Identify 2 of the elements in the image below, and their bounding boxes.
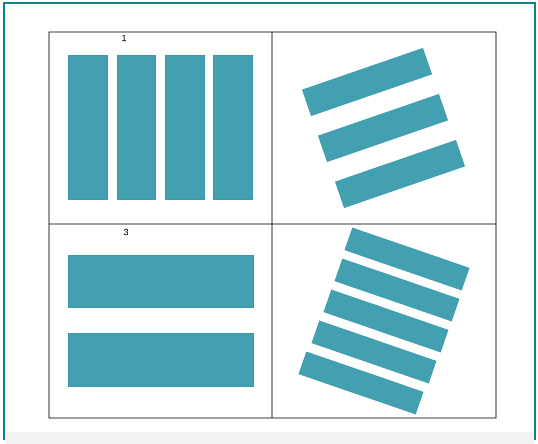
panel-number: 3	[124, 228, 128, 236]
panel-number: 1	[122, 34, 126, 42]
